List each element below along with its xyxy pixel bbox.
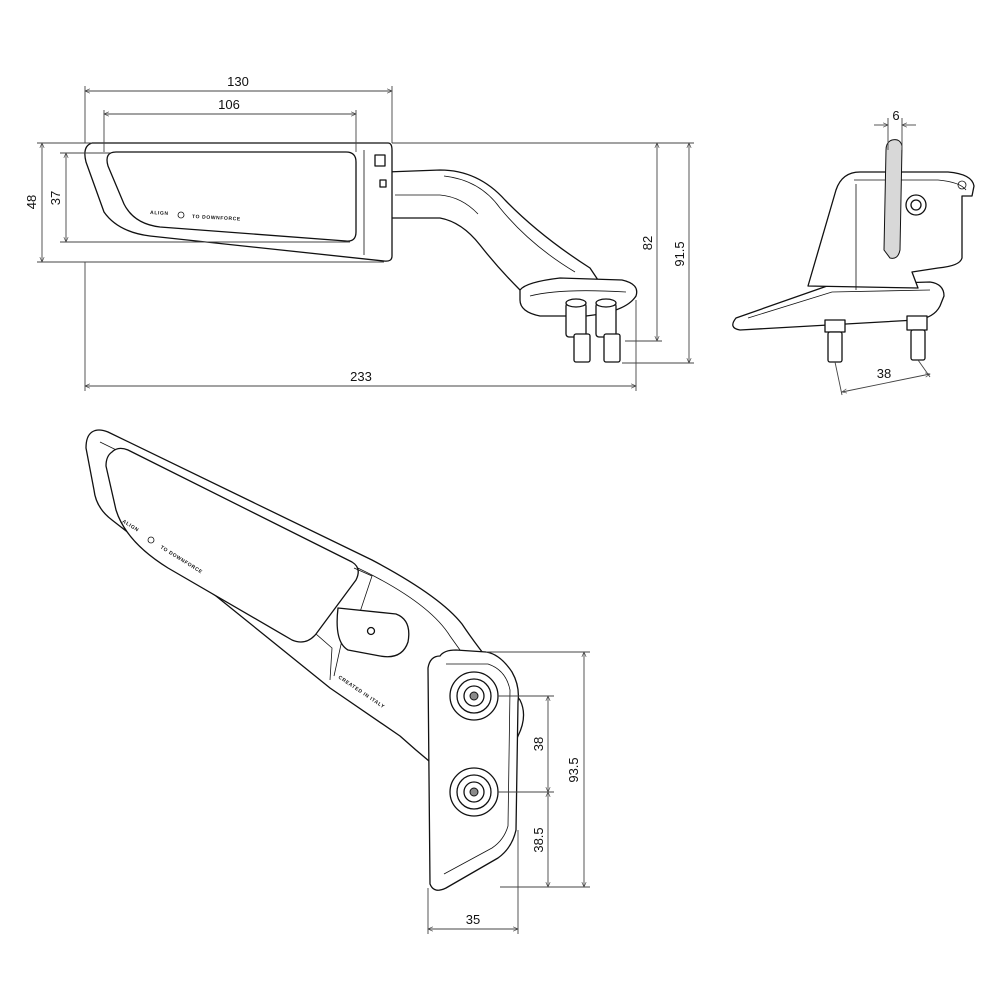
- dim-130-label: 130: [227, 74, 249, 89]
- dim-37-label: 37: [48, 191, 63, 205]
- top-hole-lower: [449, 767, 499, 817]
- dim-385: 38.5: [531, 792, 548, 887]
- end-mirror-blade: [883, 139, 903, 259]
- side-stud-left: [565, 298, 591, 363]
- side-stud-right: [595, 298, 621, 363]
- dim-915-label: 91.5: [672, 241, 687, 266]
- dim-82: 82: [392, 143, 662, 341]
- side-downforce-text: TO DOWNFORCE: [192, 214, 241, 223]
- dim-106: 106: [104, 97, 356, 152]
- end-stud-left: [824, 319, 846, 363]
- top-mirror-glass: [105, 447, 359, 643]
- dim-233: 233: [85, 262, 636, 391]
- side-align-text: ALIGN: [150, 210, 169, 217]
- end-stud-right: [906, 315, 928, 361]
- dim-48: 48: [24, 143, 384, 262]
- dim-48-label: 48: [24, 195, 39, 209]
- side-stem: [385, 169, 601, 291]
- dim-35: 35: [428, 830, 518, 934]
- end-base-plate: [732, 281, 945, 331]
- end-view: 6 38: [732, 108, 975, 396]
- dim-935-label: 93.5: [566, 757, 581, 782]
- dim-38-top: 38: [498, 696, 554, 792]
- dim-106-label: 106: [218, 97, 240, 112]
- dim-38-top-label: 38: [531, 737, 546, 751]
- dim-233-label: 233: [350, 369, 372, 384]
- dim-915: 91.5: [622, 143, 694, 363]
- dim-6: 6: [874, 108, 916, 150]
- top-view: ALIGN TO DOWNFORCE CREATED IN ITALY 93.5: [85, 429, 590, 934]
- dim-37: 37: [48, 153, 350, 242]
- dim-935: 93.5: [486, 652, 590, 887]
- side-mirror-glass: [106, 151, 357, 242]
- dim-385-label: 38.5: [531, 827, 546, 852]
- dim-130: 130: [85, 74, 392, 143]
- dim-35-label: 35: [466, 912, 480, 927]
- dim-38-end: 38: [834, 359, 930, 396]
- dim-6-label: 6: [892, 108, 899, 123]
- dim-38-end-label: 38: [877, 366, 891, 381]
- top-hole-upper: [449, 671, 499, 721]
- dim-82-label: 82: [640, 236, 655, 250]
- side-view: ALIGN TO DOWNFORCE 130 106 48: [24, 74, 694, 391]
